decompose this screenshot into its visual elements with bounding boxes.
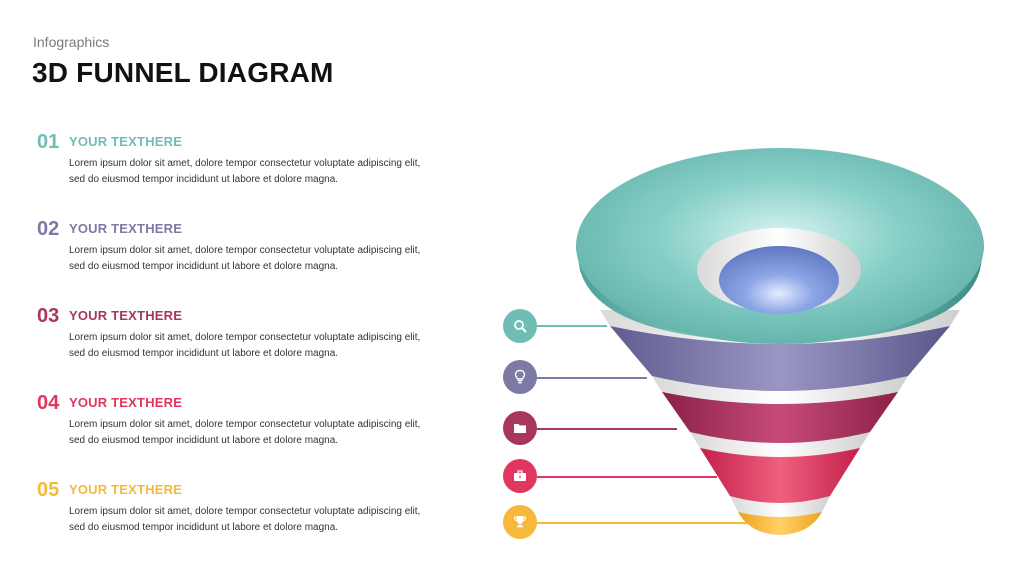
item-body: Lorem ipsum dolor sit amet, dolore tempo… bbox=[69, 506, 421, 533]
item-heading: YOUR TEXTHERE bbox=[69, 308, 183, 323]
connector-line-4 bbox=[537, 476, 717, 478]
search-icon bbox=[503, 309, 537, 343]
item-body: Lorem ipsum dolor sit amet, dolore tempo… bbox=[69, 419, 421, 446]
funnel-layer-3 bbox=[662, 392, 898, 443]
folder-icon bbox=[503, 411, 537, 445]
item-body: Lorem ipsum dolor sit amet, dolore tempo… bbox=[69, 332, 421, 359]
funnel-inner-cone bbox=[719, 246, 839, 314]
item-heading: YOUR TEXTHERE bbox=[69, 395, 183, 410]
item-body: Lorem ipsum dolor sit amet, dolore tempo… bbox=[69, 245, 421, 272]
funnel-diagram bbox=[576, 148, 984, 535]
connector-line-1 bbox=[537, 325, 607, 327]
item-number: 02 bbox=[37, 218, 60, 240]
item-heading: YOUR TEXTHERE bbox=[69, 482, 183, 497]
item-number: 03 bbox=[37, 305, 60, 327]
connector-line-3 bbox=[537, 428, 677, 430]
item-number: 05 bbox=[37, 479, 60, 501]
funnel-layer-5 bbox=[738, 512, 822, 535]
funnel-layer-2 bbox=[610, 326, 950, 391]
page-title: 3D FUNNEL DIAGRAM bbox=[32, 57, 334, 88]
item-heading: YOUR TEXTHERE bbox=[69, 221, 183, 236]
connector-line-2 bbox=[537, 377, 647, 379]
item-number: 04 bbox=[37, 392, 60, 414]
briefcase-icon bbox=[503, 459, 537, 493]
trophy-icon bbox=[503, 505, 537, 539]
page-subtitle: Infographics bbox=[33, 34, 110, 50]
funnel-layer-4 bbox=[700, 448, 860, 503]
lightbulb-icon bbox=[503, 360, 537, 394]
connector-line-5 bbox=[537, 522, 757, 524]
item-heading: YOUR TEXTHERE bbox=[69, 134, 183, 149]
item-number: 01 bbox=[37, 131, 60, 153]
item-body: Lorem ipsum dolor sit amet, dolore tempo… bbox=[69, 158, 421, 185]
